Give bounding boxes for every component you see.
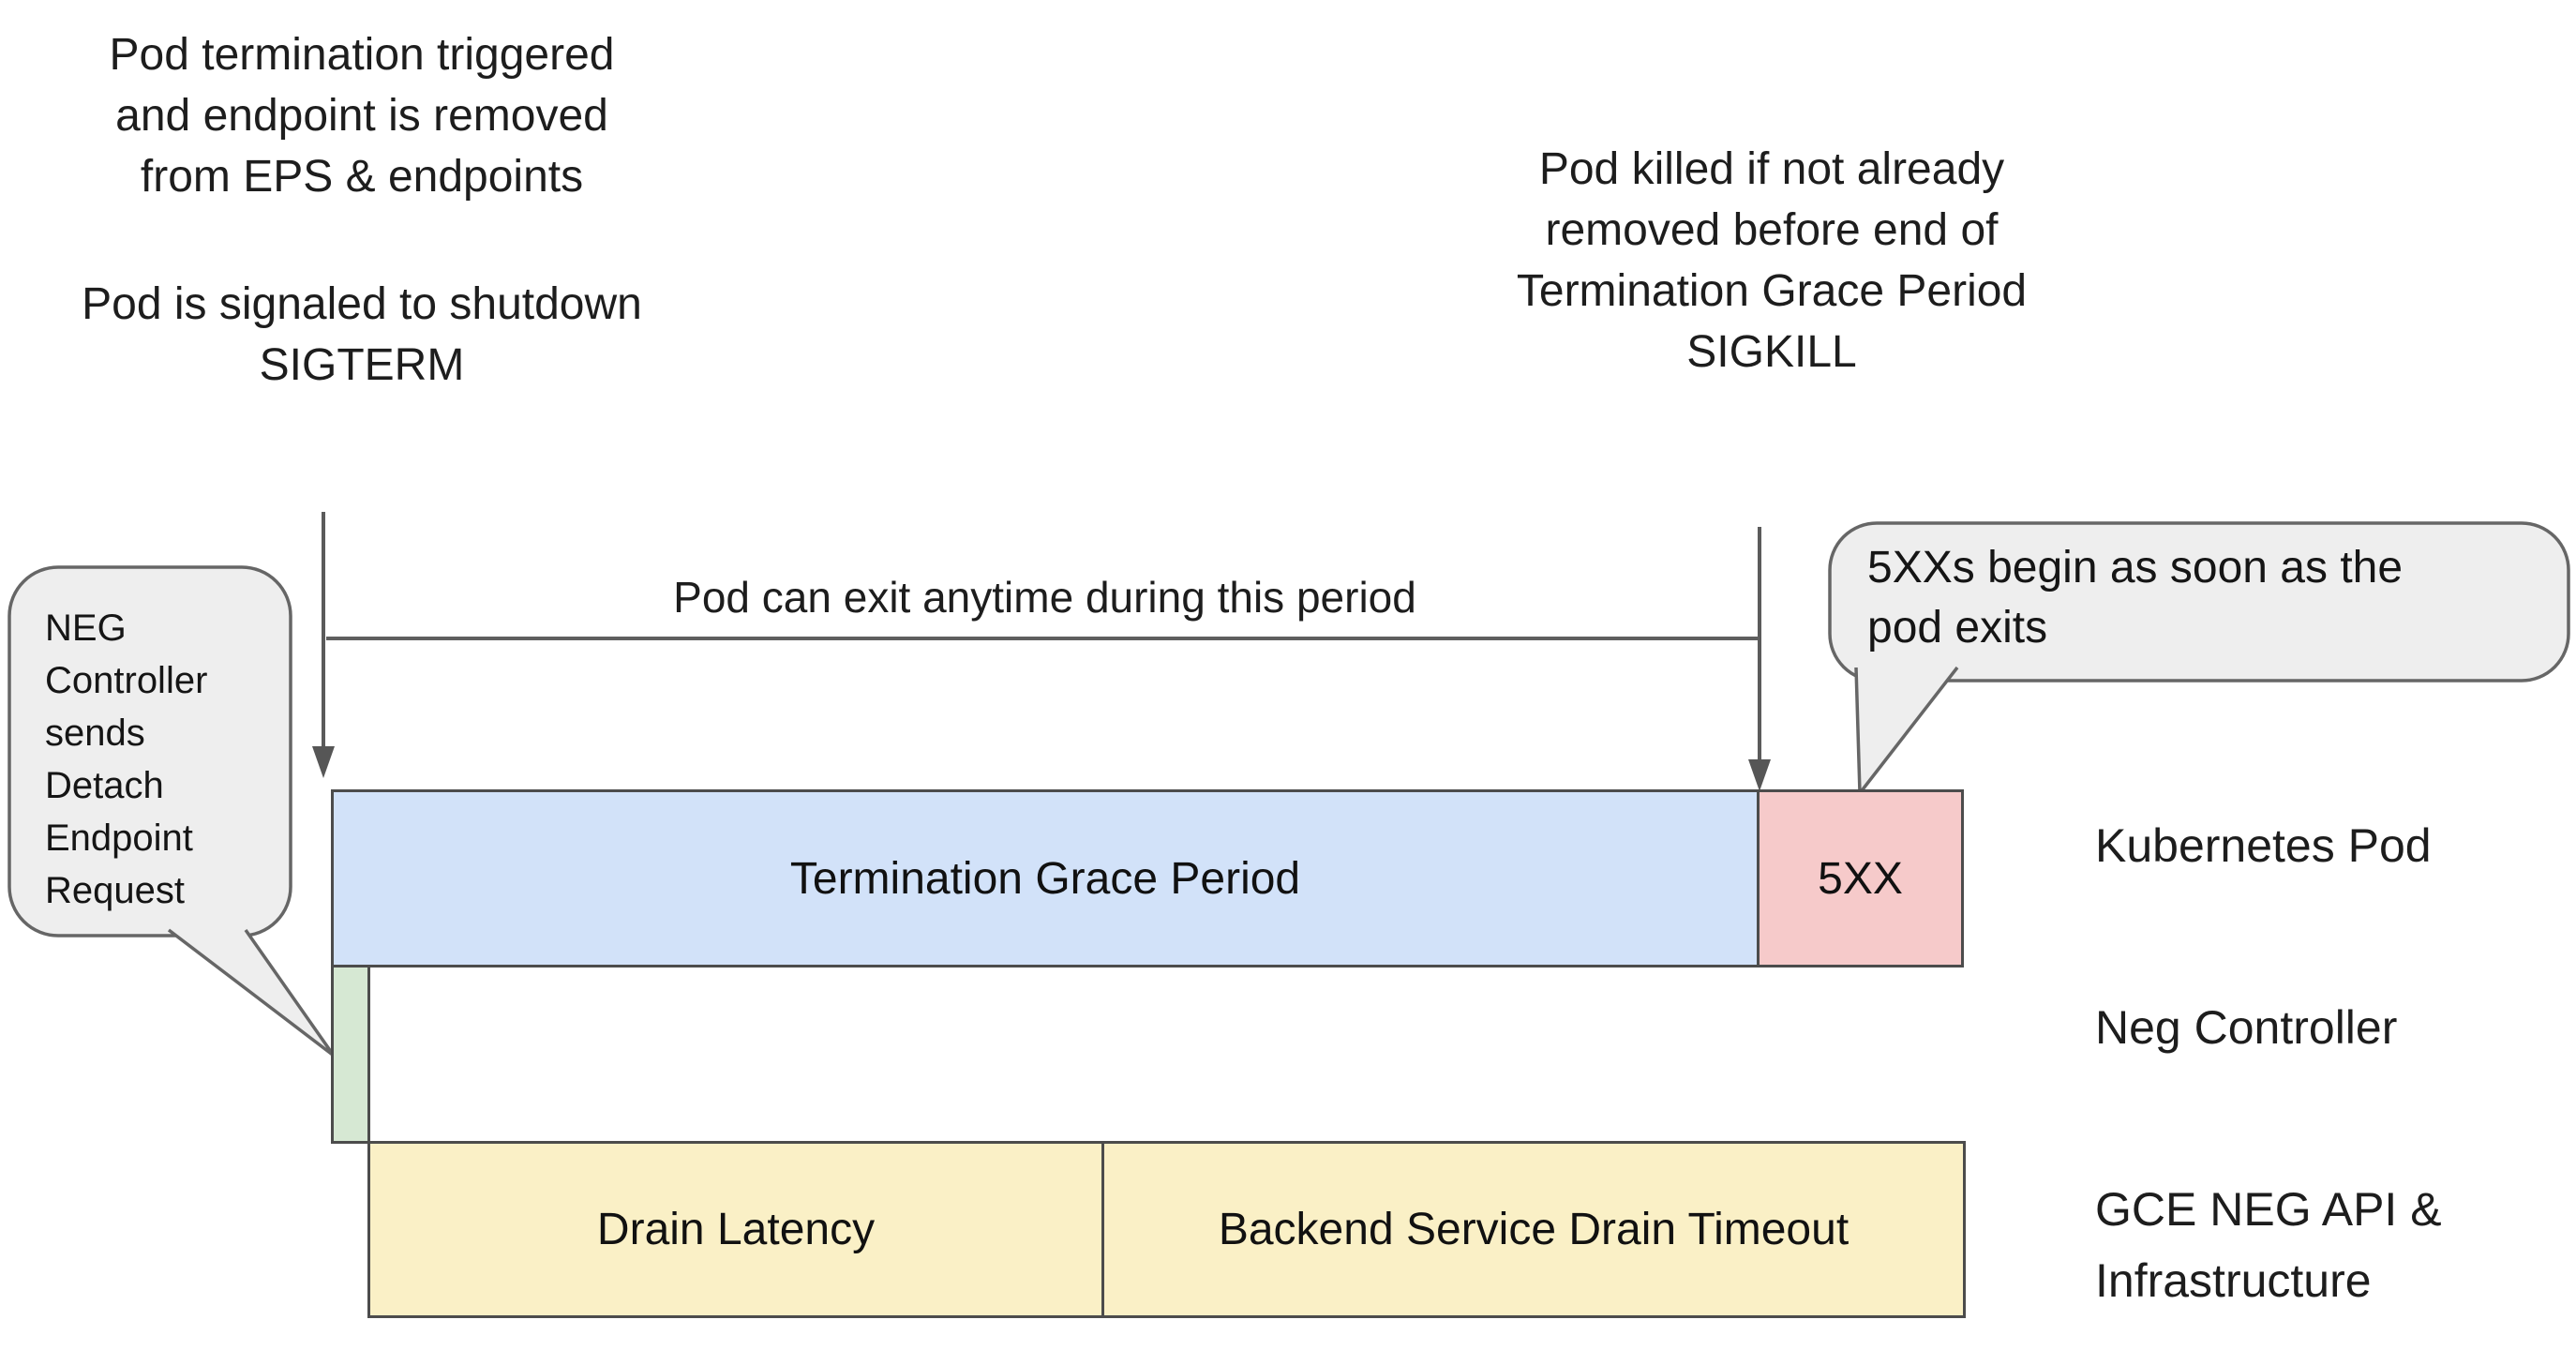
left-callout-bubble <box>7 565 292 938</box>
annotation-line: SIGTERM <box>259 340 465 390</box>
row-label-neg-controller: Neg Controller <box>2095 1001 2398 1054</box>
row-label-gce-line1: GCE NEG API & <box>2095 1183 2442 1236</box>
annotation-line: from EPS & endpoints <box>140 152 584 202</box>
callout-line: Detach <box>45 765 164 806</box>
callout-line: Endpoint <box>45 818 193 859</box>
error-5xx-bar: 5XX <box>1757 789 1964 968</box>
drain-latency-label: Drain Latency <box>596 1205 876 1254</box>
error-5xx-label: 5XX <box>1818 853 1903 904</box>
annotation-line: and endpoint is removed <box>115 91 608 141</box>
row-label-kubernetes-pod: Kubernetes Pod <box>2095 819 2432 872</box>
annotation-pod-termination: Pod termination triggered and endpoint i… <box>28 24 696 207</box>
callout-line: sends <box>45 712 145 754</box>
annotation-line: Pod termination triggered <box>109 30 615 80</box>
callout-line: Request <box>45 870 185 911</box>
left-callout-tail <box>167 928 336 1058</box>
period-label: Pod can exit anytime during this period <box>673 573 1416 622</box>
sigterm-arrowhead-icon <box>312 746 335 778</box>
annotation-line: SIGKILL <box>1686 327 1857 377</box>
callout-line: 5XXs begin as soon as the <box>1867 543 2404 592</box>
backend-drain-timeout-label: Backend Service Drain Timeout <box>1218 1205 1850 1254</box>
annotation-sigkill: Pod killed if not already removed before… <box>1462 139 2081 382</box>
neg-controller-detach-bar <box>331 965 370 1144</box>
gce-drain-bar: Drain Latency Backend Service Drain Time… <box>367 1141 1966 1318</box>
annotation-line: Pod is signaled to shutdown <box>82 279 642 329</box>
right-callout-tail <box>1854 666 1959 795</box>
row-label-gce: GCE NEG API & Infrastructure <box>2095 1174 2442 1316</box>
backend-drain-timeout-cell: Backend Service Drain Timeout <box>1101 1144 1963 1315</box>
callout-line: Controller <box>45 660 208 701</box>
annotation-line: removed before end of <box>1545 205 1999 255</box>
right-callout-text: 5XXs begin as soon as the pod exits <box>1867 538 2403 658</box>
termination-grace-period-bar: Termination Grace Period <box>331 789 1760 968</box>
annotation-line: Termination Grace Period <box>1516 266 2028 316</box>
annotation-line: Pod killed if not already <box>1538 144 2005 194</box>
row-label-gce-line2: Infrastructure <box>2095 1254 2372 1307</box>
termination-grace-period-label: Termination Grace Period <box>789 853 1301 904</box>
callout-line: NEG <box>45 608 127 649</box>
sigkill-arrowhead-icon <box>1748 759 1771 791</box>
left-callout-text: NEG Controller sends Detach Endpoint Req… <box>45 602 207 917</box>
right-callout-bubble <box>1828 521 2570 682</box>
annotation-sigterm: Pod is signaled to shutdown SIGTERM <box>28 274 696 396</box>
callout-line: pod exits <box>1867 603 2048 652</box>
drain-latency-cell: Drain Latency <box>370 1144 1101 1315</box>
